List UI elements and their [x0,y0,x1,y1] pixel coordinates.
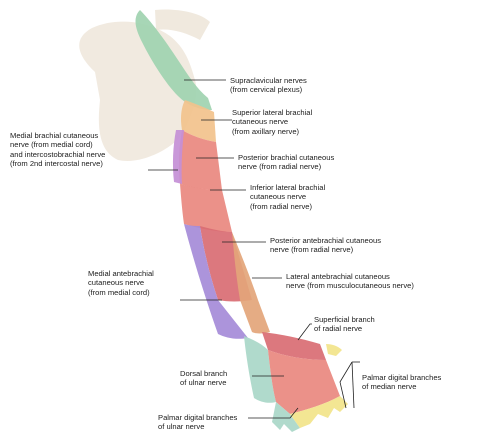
thumb-region [326,344,342,356]
label-superior-lateral-brachial: Superior lateral brachial cutaneous nerv… [232,108,312,136]
label-posterior-antebrachial: Posterior antebrachial cutaneous nerve (… [270,236,381,255]
label-posterior-brachial: Posterior brachial cutaneous nerve (from… [238,153,334,172]
inferior-lateral-brachial-region [180,184,232,232]
label-palmar-ulnar: Palmar digital branches of ulnar nerve [158,413,237,432]
label-inferior-lateral-brachial: Inferior lateral brachial cutaneous nerv… [250,183,325,211]
lateral-antebrachial-region [232,232,270,334]
leader-superficial-radial [298,324,312,340]
label-medial-antebrachial: Medial antebrachial cutaneous nerve (fro… [88,269,154,297]
label-dorsal-ulnar: Dorsal branch of ulnar nerve [180,369,227,388]
label-palmar-median: Palmar digital branches of median nerve [362,373,441,392]
label-lateral-antebrachial: Lateral antebrachial cutaneous nerve (fr… [286,272,414,291]
leader-palmar-median-2 [352,362,354,408]
label-medial-brachial: Medial brachial cutaneous nerve (from me… [10,131,105,169]
label-supraclavicular: Supraclavicular nerves (from cervical pl… [230,76,307,95]
label-superficial-radial: Superficial branch of radial nerve [314,315,375,334]
